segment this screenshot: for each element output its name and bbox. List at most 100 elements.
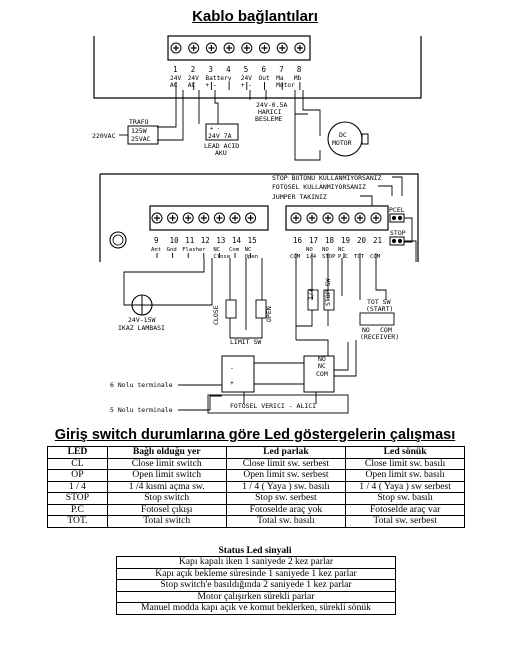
trafo-label: TRAFO	[129, 118, 149, 126]
page-title: Kablo bağlantıları	[192, 8, 318, 25]
right-terminal-number: 17	[309, 236, 318, 245]
table-cell: Stop sw. serbest	[225, 492, 347, 505]
right-terminal-label: TOT	[354, 254, 365, 260]
top-terminal-label: Out	[259, 75, 270, 82]
right-terminal-number: 19	[341, 236, 350, 245]
right-terminal-label: P.C	[338, 254, 348, 260]
table-cell: Close limit sw. basılı	[345, 457, 465, 470]
right-terminal-screw-1	[290, 212, 302, 224]
top-terminal-label: Mb	[294, 75, 302, 82]
right-terminal-label: NO	[322, 247, 329, 253]
svg-text:NO: NO	[362, 326, 370, 334]
led-header-cell: LED	[47, 446, 108, 459]
table-cell: Fotosel çıkışı	[106, 503, 227, 516]
limit-sw-label: LIMIT SW	[230, 338, 261, 346]
left-terminal-screw-2	[167, 212, 179, 224]
right-terminal-number: 21	[373, 236, 382, 245]
top-terminal-number: 4	[226, 65, 231, 74]
table-cell: Total sw. serbest	[345, 515, 465, 528]
top-terminal-screw-2	[188, 42, 200, 54]
svg-text:NC: NC	[318, 362, 326, 370]
svg-text:STOP SW: STOP SW	[324, 279, 332, 306]
svg-text:1/4: 1/4	[307, 288, 315, 300]
status-cell: Kapı kapalı iken 1 saniyede 2 kez parlar	[116, 556, 396, 569]
top-terminal-label: Battery	[205, 75, 231, 82]
table-cell: STOP	[47, 492, 108, 505]
right-terminal-screw-6	[370, 212, 382, 224]
right-terminal-label: NC	[338, 247, 345, 253]
right-terminal-number: 20	[357, 236, 367, 245]
right-terminal-screw-2	[306, 212, 318, 224]
table-cell: 1 /4 kısmi açma sw.	[106, 480, 227, 493]
top-terminal-label: + -	[241, 82, 252, 89]
right-terminal-number: 16	[293, 236, 303, 245]
table-cell: Close limit switch	[106, 457, 227, 470]
right-terminal-label: COM	[370, 254, 381, 260]
svg-text:25VAC: 25VAC	[131, 135, 151, 143]
mains-label: 220VAC	[92, 132, 116, 140]
table-cell: Open limit switch	[106, 469, 227, 482]
table-cell: CL	[47, 457, 108, 470]
top-terminal-number: 1	[173, 65, 178, 74]
photocell-label: FOTOSEL VERICI - ALICI	[230, 402, 316, 410]
top-terminal-label: AC	[170, 82, 178, 89]
pcel-label: PCEL	[389, 206, 405, 214]
status-cell: Stop switch'e basıldığında 2 saniyede 1 …	[116, 579, 396, 592]
left-terminal-screw-5	[213, 212, 225, 224]
right-terminal-label: NO	[306, 247, 313, 253]
right-terminal-label: STOP	[322, 254, 336, 260]
table-cell: Close limit sw. serbest	[225, 457, 347, 470]
table-cell: 1 / 4 ( Yaya ) sw serbest	[345, 480, 465, 493]
top-terminal-number: 2	[191, 65, 196, 74]
left-terminal-label: Ant	[151, 247, 161, 253]
table-cell: Fotoselde araç yok	[225, 503, 347, 516]
top-terminal-label: Motor	[276, 82, 295, 89]
svg-text:(START): (START)	[366, 305, 393, 313]
top-terminal-screw-7	[276, 42, 288, 54]
svg-text:AKU: AKU	[215, 149, 227, 157]
battery	[205, 123, 239, 141]
left-terminal-label: Flasher	[182, 247, 206, 253]
table-cell: Stop switch	[106, 492, 227, 505]
top-terminal-number: 5	[244, 65, 249, 74]
status-row: Manuel modda kapı açık ve komut beklerke…	[116, 602, 396, 615]
top-terminal-label: Ma	[276, 75, 284, 82]
status-row: Motor çalışırken sürekli parlar	[116, 590, 396, 603]
svg-text:BESLEME: BESLEME	[255, 115, 282, 123]
status-table: Kapı kapalı iken 1 saniyede 2 kez parlar…	[116, 556, 396, 615]
svg-text:DC: DC	[339, 131, 347, 139]
top-terminal-label: 24V	[241, 75, 252, 82]
svg-text:+: +	[230, 379, 234, 387]
right-terminal-label: COM	[290, 254, 301, 260]
led-header-cell: Led parlak	[225, 446, 347, 459]
svg-text:LEAD ACID: LEAD ACID	[204, 142, 239, 150]
right-terminal-block	[285, 205, 389, 231]
top-terminal-label: AC	[188, 82, 196, 89]
svg-text:24V-0.5A: 24V-0.5A	[256, 101, 287, 109]
left-terminal-label: NC	[213, 247, 220, 253]
left-terminal-label: NC	[245, 247, 252, 253]
top-terminal-number: 8	[297, 65, 302, 74]
table-cell: Fotoselde araç var	[345, 503, 465, 516]
left-terminal-screw-3	[182, 212, 194, 224]
svg-text:HARICI: HARICI	[258, 108, 282, 116]
top-terminal-label: + -	[205, 82, 216, 89]
svg-text:125W: 125W	[131, 127, 147, 135]
top-terminal-number: 3	[208, 65, 213, 74]
stop-label: STOP	[390, 229, 406, 237]
terminal-5-label: 5 Nolu terminale	[110, 406, 173, 414]
note-3: JUMPER TAKINIZ	[272, 193, 327, 201]
svg-text:CLOSE: CLOSE	[212, 305, 220, 325]
left-terminal-label: Close	[213, 254, 230, 260]
left-terminal-number: 15	[248, 236, 257, 245]
note-1: STOP BUTONU KULLANMIYORSANIZ	[272, 174, 382, 182]
top-board-outline	[93, 36, 422, 99]
